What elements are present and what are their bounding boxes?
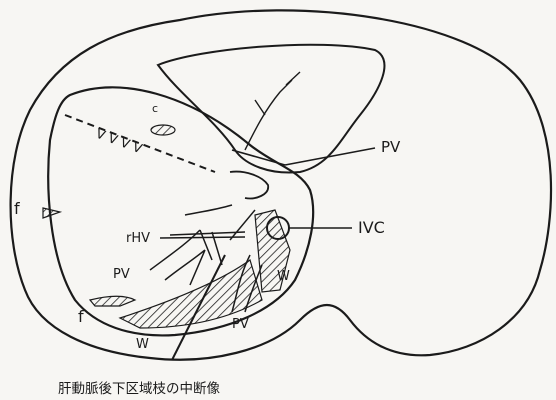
- label-f-bottom: f: [78, 307, 84, 326]
- label-w-bottom: W: [136, 337, 149, 352]
- figure-caption: 肝動脈後下区域枝の中断像: [58, 377, 220, 397]
- label-pv-left: PV: [113, 267, 130, 282]
- rhv-vessels: [170, 205, 255, 265]
- label-f-left: f: [14, 199, 20, 218]
- label-w-right: W: [277, 269, 290, 284]
- label-ivc: IVC: [358, 218, 385, 237]
- hatched-region-left: [90, 296, 135, 306]
- v-marks-label: V V V V: [94, 127, 144, 158]
- pv-right-leader: [285, 148, 375, 165]
- label-pv-bottom: PV: [232, 317, 249, 332]
- upper-organ-vessels: [245, 72, 300, 150]
- label-pv-right: PV: [381, 138, 401, 156]
- label-rhv: rHV: [126, 231, 150, 246]
- liver-hilum-notch: [230, 172, 268, 199]
- hatched-lesion-small: [151, 125, 175, 135]
- outer-body-contour: [11, 10, 551, 359]
- c-mark-label: c: [152, 102, 158, 115]
- hatched-region-f-left: [43, 208, 60, 218]
- rhv-leader: [160, 237, 245, 238]
